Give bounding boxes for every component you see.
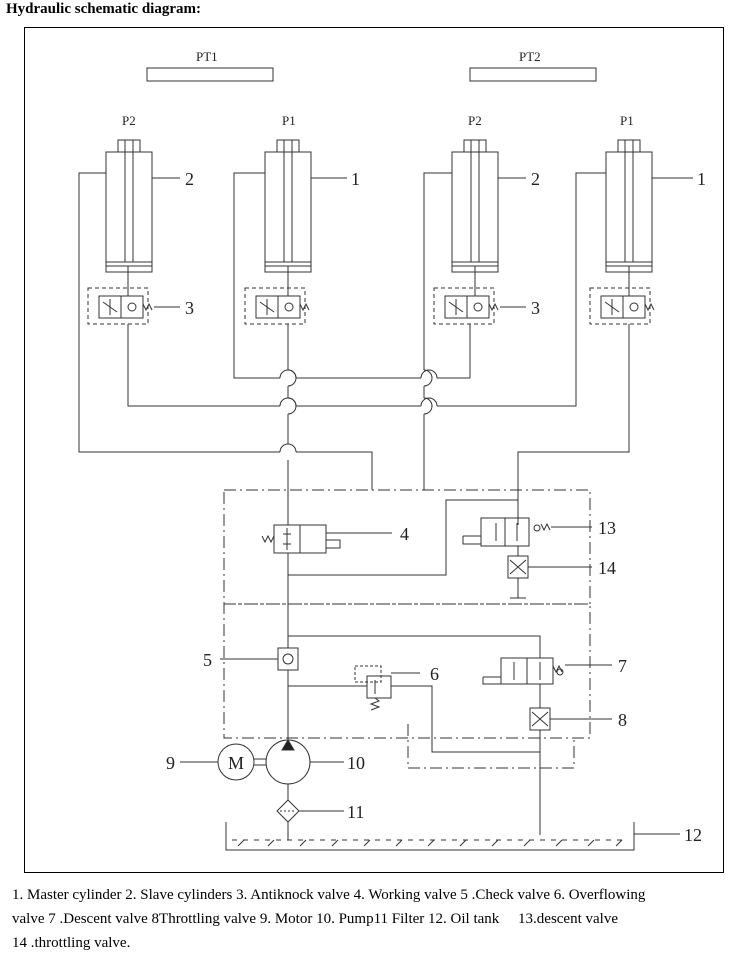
callout-5: 5 bbox=[203, 650, 212, 670]
diagram-title: Hydraulic schematic diagram: bbox=[6, 1, 201, 17]
callout-14: 14 bbox=[598, 558, 616, 578]
caption-line-3: 14 .throttling valve. bbox=[12, 935, 131, 951]
oil-tank bbox=[225, 822, 680, 851]
platform-bar-pt2 bbox=[469, 67, 597, 82]
cyl-d-top-label: P1 bbox=[620, 113, 634, 128]
filter bbox=[276, 799, 344, 840]
callout-12: 12 bbox=[684, 825, 702, 845]
check-valve bbox=[220, 575, 541, 740]
callout-cyl-b: 1 bbox=[351, 169, 360, 189]
overflow-valve bbox=[288, 665, 540, 753]
caption-line-2: valve 7 .Descent valve 8Throttling valve… bbox=[12, 911, 618, 927]
valve-block-lower bbox=[223, 603, 591, 739]
callout-9: 9 bbox=[166, 753, 175, 773]
cylinder-slave-left bbox=[105, 139, 180, 273]
descent-valve-upper bbox=[462, 517, 592, 556]
cylinder-master-left bbox=[264, 139, 347, 273]
motor-symbol: M bbox=[228, 753, 244, 773]
throttling-valve-lower bbox=[529, 707, 612, 835]
pt2-label: PT2 bbox=[519, 49, 541, 64]
callout-cyl-d: 1 bbox=[697, 169, 706, 189]
cyl-a-top-label: P2 bbox=[122, 113, 136, 128]
callout-7: 7 bbox=[618, 656, 627, 676]
cylinder-slave-right bbox=[451, 139, 526, 273]
callout-6: 6 bbox=[430, 664, 439, 684]
throttling-valve-upper bbox=[507, 555, 592, 599]
callout-valve-c: 3 bbox=[531, 298, 540, 318]
antiknock-valve-c bbox=[433, 266, 526, 325]
pump bbox=[265, 739, 344, 800]
pt1-label: PT1 bbox=[196, 49, 218, 64]
diagram-frame bbox=[24, 27, 724, 873]
callout-valve-a: 3 bbox=[185, 298, 194, 318]
callout-8: 8 bbox=[618, 710, 627, 730]
antiknock-valve-d bbox=[589, 266, 655, 325]
working-valve bbox=[261, 499, 518, 576]
callout-4: 4 bbox=[400, 524, 409, 544]
motor bbox=[180, 743, 266, 781]
cyl-b-top-label: P1 bbox=[282, 113, 296, 128]
cylinder-master-right bbox=[605, 139, 693, 273]
platform-bar-pt1 bbox=[146, 67, 274, 82]
descent-valve-lower bbox=[482, 657, 612, 708]
callout-10: 10 bbox=[347, 753, 365, 773]
caption-line-1: 1. Master cylinder 2. Slave cylinders 3.… bbox=[12, 887, 646, 903]
antiknock-valve-b bbox=[244, 266, 310, 325]
hydraulic-schematic: PT1 PT2 P2 P1 P2 P1 2 1 2 1 3 3 4 13 14 … bbox=[78, 49, 706, 851]
legend-caption: 1. Master cylinder 2. Slave cylinders 3.… bbox=[12, 883, 732, 955]
pipe-network bbox=[78, 172, 630, 525]
cyl-c-top-label: P2 bbox=[468, 113, 482, 128]
callout-13: 13 bbox=[598, 518, 616, 538]
antiknock-valve-a bbox=[87, 266, 180, 325]
callout-11: 11 bbox=[347, 802, 364, 822]
callout-cyl-c: 2 bbox=[531, 169, 540, 189]
valve-block-upper bbox=[223, 489, 591, 605]
callout-cyl-a: 2 bbox=[185, 169, 194, 189]
